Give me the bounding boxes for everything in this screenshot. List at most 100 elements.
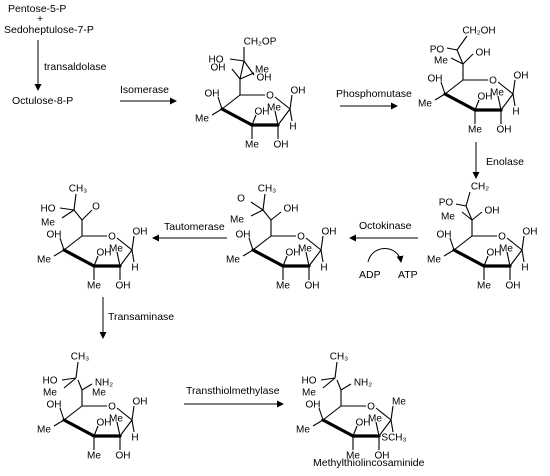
bond: [497, 95, 502, 111]
atom-label: SCH₃: [381, 433, 406, 444]
atom-label: Me: [245, 140, 259, 151]
atom-label: Me: [109, 244, 123, 255]
bond: [116, 251, 121, 267]
bond: [231, 68, 241, 80]
atom-label: NH₂: [354, 378, 372, 389]
bond: [251, 248, 285, 268]
bond: [312, 419, 324, 427]
bond: [73, 209, 83, 221]
atom-label: Me: [302, 388, 316, 399]
plus-sign: +: [37, 13, 43, 25]
bond: [334, 361, 338, 379]
bond: [242, 249, 254, 257]
atom-label: OH: [523, 227, 538, 238]
bond: [211, 108, 223, 116]
bond: [322, 405, 342, 421]
bond: [512, 93, 516, 107]
bond: [131, 235, 135, 251]
atom-label: Me: [230, 215, 244, 226]
bond: [453, 235, 473, 251]
atom-label: O: [367, 402, 375, 413]
bond: [248, 237, 254, 251]
atom-label: Me: [226, 255, 240, 266]
bond: [444, 79, 464, 95]
atom-label: CH₂: [471, 182, 489, 193]
atom-label: CH₃: [330, 352, 349, 363]
bond: [93, 255, 99, 267]
bond: [340, 383, 352, 391]
atom-label: OH: [305, 281, 320, 292]
arrow-adp-atp-curve: [367, 248, 404, 263]
bond: [336, 379, 342, 391]
bond: [93, 425, 99, 437]
atom-label: Me: [434, 56, 448, 67]
bond: [521, 235, 525, 251]
bond: [229, 58, 245, 62]
bond: [440, 81, 446, 95]
atom-label: OH: [116, 451, 131, 462]
transthiolmethylase-label: Transthiolmethylase: [186, 385, 280, 397]
atom-label: H: [131, 263, 138, 274]
bond: [239, 60, 245, 80]
pentose-label: Pentose-5-P: [8, 3, 66, 15]
atom-label: OH: [284, 204, 299, 215]
atom-label: OH: [375, 451, 390, 462]
bond: [455, 203, 467, 207]
atom-label: H: [320, 263, 327, 274]
atom-label: OH: [437, 230, 452, 241]
bond: [289, 108, 293, 122]
atom-label: PO: [430, 45, 445, 56]
atom-label: H: [512, 107, 519, 118]
bond: [61, 209, 75, 219]
bond: [378, 419, 392, 437]
atom-label: OH: [116, 281, 131, 292]
atom-label: OH: [274, 140, 289, 151]
bond: [474, 99, 480, 111]
atom-label: Me: [37, 255, 51, 266]
atom-label: Me: [267, 103, 281, 114]
atom-label: O: [108, 232, 116, 243]
bond: [390, 419, 394, 433]
atom-label: Me: [255, 65, 269, 76]
bond: [250, 201, 264, 211]
atom-label: Me: [276, 281, 290, 292]
bond: [483, 255, 489, 267]
phosphomutase-label: Phosphomutase: [336, 88, 412, 100]
isomerase-label: Isomerase: [120, 84, 169, 96]
atom-label: HO: [209, 55, 224, 66]
atom-label: OH: [47, 230, 62, 241]
bond: [506, 251, 511, 267]
atom-label: OH: [47, 400, 62, 411]
bond: [75, 361, 79, 379]
atom-label: OH: [97, 248, 112, 259]
bond: [500, 93, 514, 111]
bond: [262, 209, 272, 221]
bond: [73, 193, 77, 211]
bond: [239, 72, 255, 80]
atom-label: OH: [257, 73, 272, 84]
bond: [252, 235, 272, 251]
bond: [320, 249, 324, 263]
transaldolase-label: transaldolase: [44, 61, 107, 73]
atom-label: OH: [322, 227, 337, 238]
bond: [452, 248, 486, 268]
atom-label: CH₃: [71, 352, 90, 363]
bond: [521, 249, 525, 263]
atom-label: OH: [97, 418, 112, 429]
bond: [465, 191, 471, 207]
bond: [81, 383, 93, 391]
bond: [274, 96, 291, 110]
atom-label: Me: [92, 388, 106, 399]
atom-label: OH: [487, 248, 502, 259]
atom-label: H: [131, 433, 138, 444]
bond: [131, 419, 135, 433]
atom-label: Me: [368, 414, 382, 425]
bond: [119, 249, 133, 267]
atom-label: OH: [485, 206, 500, 217]
bond: [512, 79, 516, 95]
atom-label: O: [237, 194, 245, 205]
